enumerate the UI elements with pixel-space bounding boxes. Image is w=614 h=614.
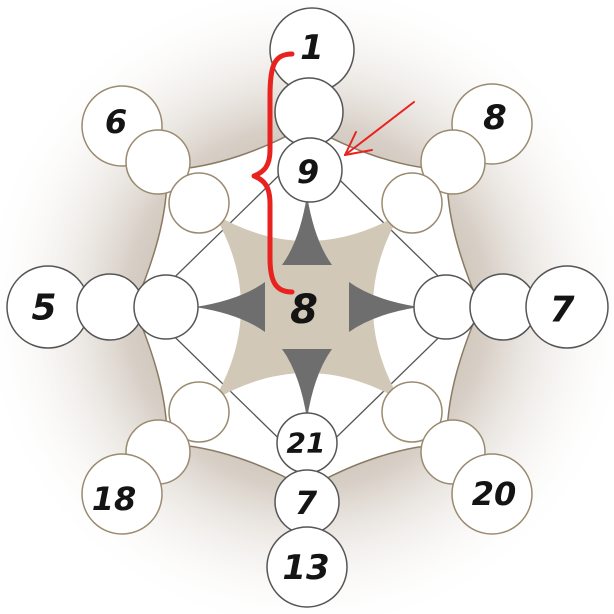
number-bottom-middle: 7 xyxy=(295,484,318,522)
circle-lower-right-inner xyxy=(381,381,443,443)
center-tan-star xyxy=(214,214,400,400)
number-top-inner: 9 xyxy=(297,153,319,191)
number-bottom-inner: 21 xyxy=(287,427,326,460)
circle-lower-left-outer xyxy=(81,453,163,535)
circle-top-middle xyxy=(274,77,344,147)
circle-upper-right-inner xyxy=(381,172,443,234)
annotation-brace xyxy=(251,51,295,295)
spike-bottom xyxy=(282,349,332,419)
number-top-outer: 1 xyxy=(300,28,324,68)
circle-upper-right-middle xyxy=(420,129,486,195)
number-left-outer: 5 xyxy=(31,288,56,329)
circle-lower-right-outer xyxy=(451,453,533,535)
number-lower-right-outer: 20 xyxy=(472,475,517,513)
number-lower-left-outer: 18 xyxy=(92,480,137,518)
number-right-outer: 7 xyxy=(549,290,574,331)
circle-left-middle xyxy=(76,273,144,341)
spike-left xyxy=(195,282,265,332)
circle-upper-left-middle xyxy=(125,129,191,195)
center-number: 8 xyxy=(290,287,318,333)
circle-upper-left-inner xyxy=(168,172,230,234)
spike-right xyxy=(349,282,419,332)
circle-right-inner xyxy=(413,274,479,340)
annotation-arrow xyxy=(344,101,415,156)
circle-lower-left-inner xyxy=(168,381,230,443)
circle-bottom-outer xyxy=(266,526,348,608)
spike-top xyxy=(282,195,332,265)
circle-right-outer xyxy=(525,265,609,349)
number-upper-left-outer: 6 xyxy=(105,103,127,141)
circle-left-inner xyxy=(133,274,199,340)
number-bottom-outer: 13 xyxy=(282,548,329,588)
circle-top-inner xyxy=(277,137,343,203)
number-upper-right-outer: 8 xyxy=(483,98,507,138)
